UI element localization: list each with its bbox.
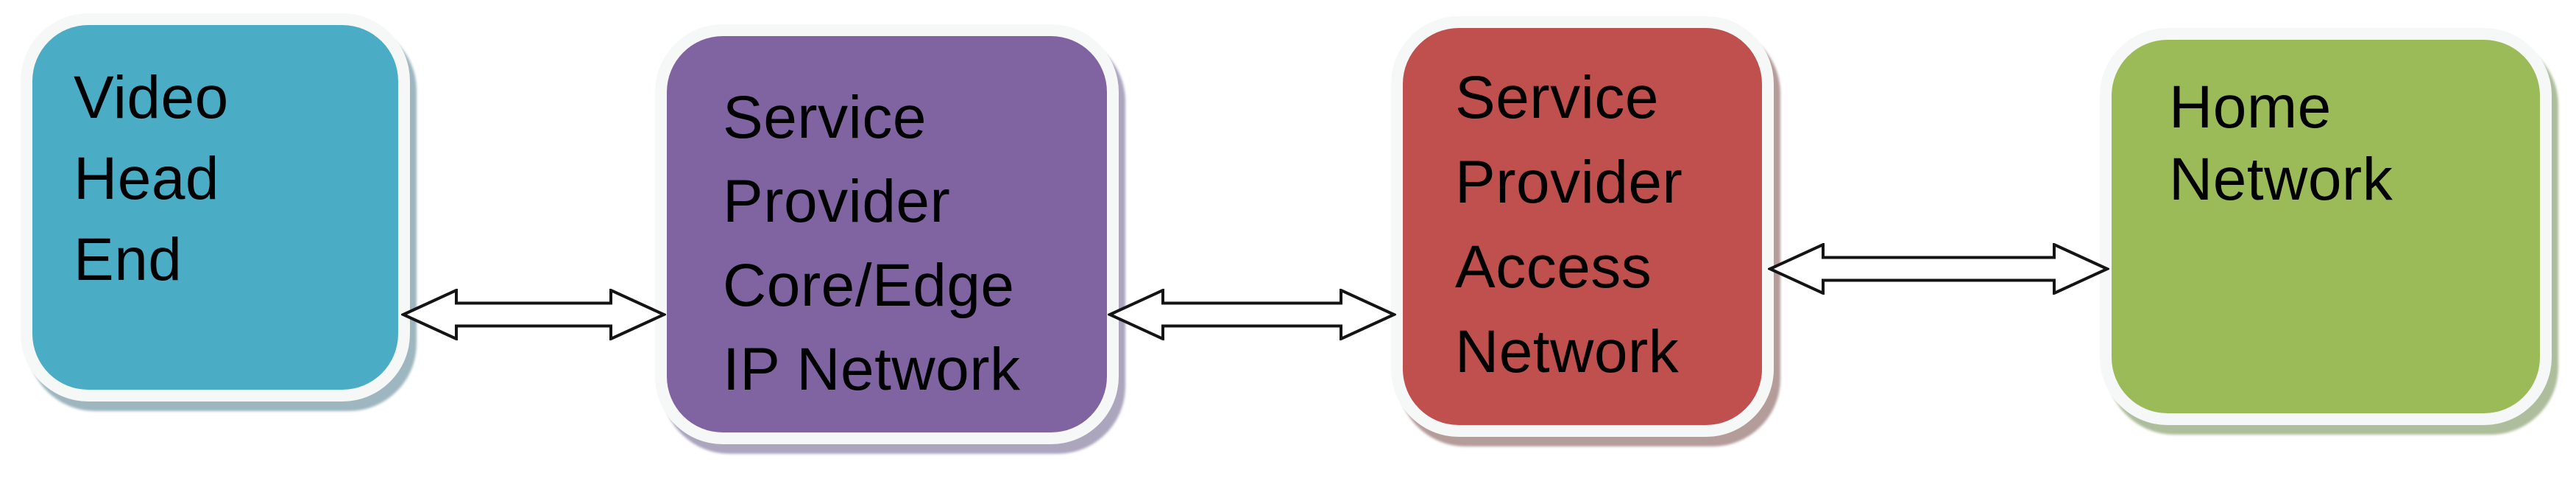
node-fill: Service Provider Access Network <box>1403 28 1762 425</box>
node-service-provider-core-edge-ip-network: Service Provider Core/Edge IP Network <box>655 24 1119 444</box>
node-label-service-provider-access-network: Service Provider Access Network <box>1455 64 1683 385</box>
node-fill: Video Head End <box>32 25 398 390</box>
double-arrow-connector-1 <box>401 289 666 340</box>
node-service-provider-access-network: Service Provider Access Network <box>1391 16 1774 437</box>
node-label-service-provider-core-edge-ip-network: Service Provider Core/Edge IP Network <box>723 84 1021 403</box>
node-fill: Service Provider Core/Edge IP Network <box>667 36 1107 432</box>
double-arrow-connector-3 <box>1768 243 2109 295</box>
node-fill: Home Network <box>2112 40 2540 413</box>
node-label-video-head-end: Video Head End <box>74 64 229 293</box>
node-home-network: Home Network <box>2100 28 2552 425</box>
node-label-home-network: Home Network <box>2169 74 2393 213</box>
node-video-head-end: Video Head End <box>21 13 410 401</box>
double-arrow-connector-2 <box>1108 289 1396 340</box>
